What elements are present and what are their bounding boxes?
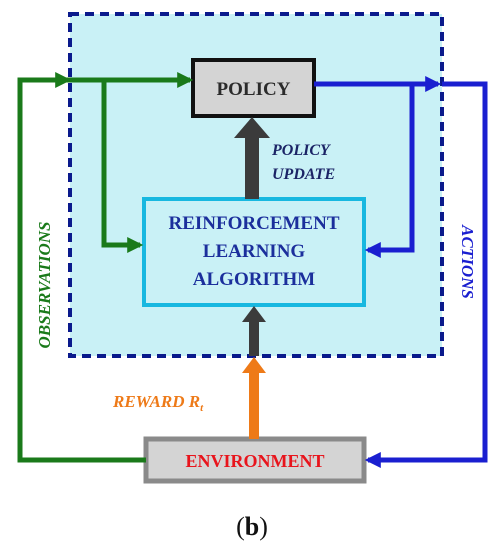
policy-update-arrow: [234, 117, 270, 199]
rl-label-line-1: REINFORCEMENT: [168, 213, 339, 234]
observations-arrow: [17, 71, 194, 463]
rl-label-line-3: ALGORITHM: [193, 269, 316, 290]
reward-inner-arrow: [242, 306, 266, 356]
reward-label: REWARD Rt: [112, 392, 204, 414]
reward-arrow: [242, 357, 266, 439]
policy-box: [191, 58, 316, 118]
rl-algorithm-box: [142, 197, 366, 307]
figure-caption: (b): [236, 512, 268, 541]
policy-label: POLICY: [217, 79, 291, 100]
rl-label-line-2: LEARNING: [203, 241, 306, 262]
policy-update-label-line-2: UPDATE: [272, 166, 335, 183]
observations-label: OBSERVATIONS: [35, 222, 54, 349]
actions-arrow: [314, 75, 488, 469]
environment-label: ENVIRONMENT: [185, 451, 324, 471]
actions-label: ACTIONS: [458, 224, 477, 299]
policy-update-label-line-1: POLICY: [271, 142, 331, 159]
